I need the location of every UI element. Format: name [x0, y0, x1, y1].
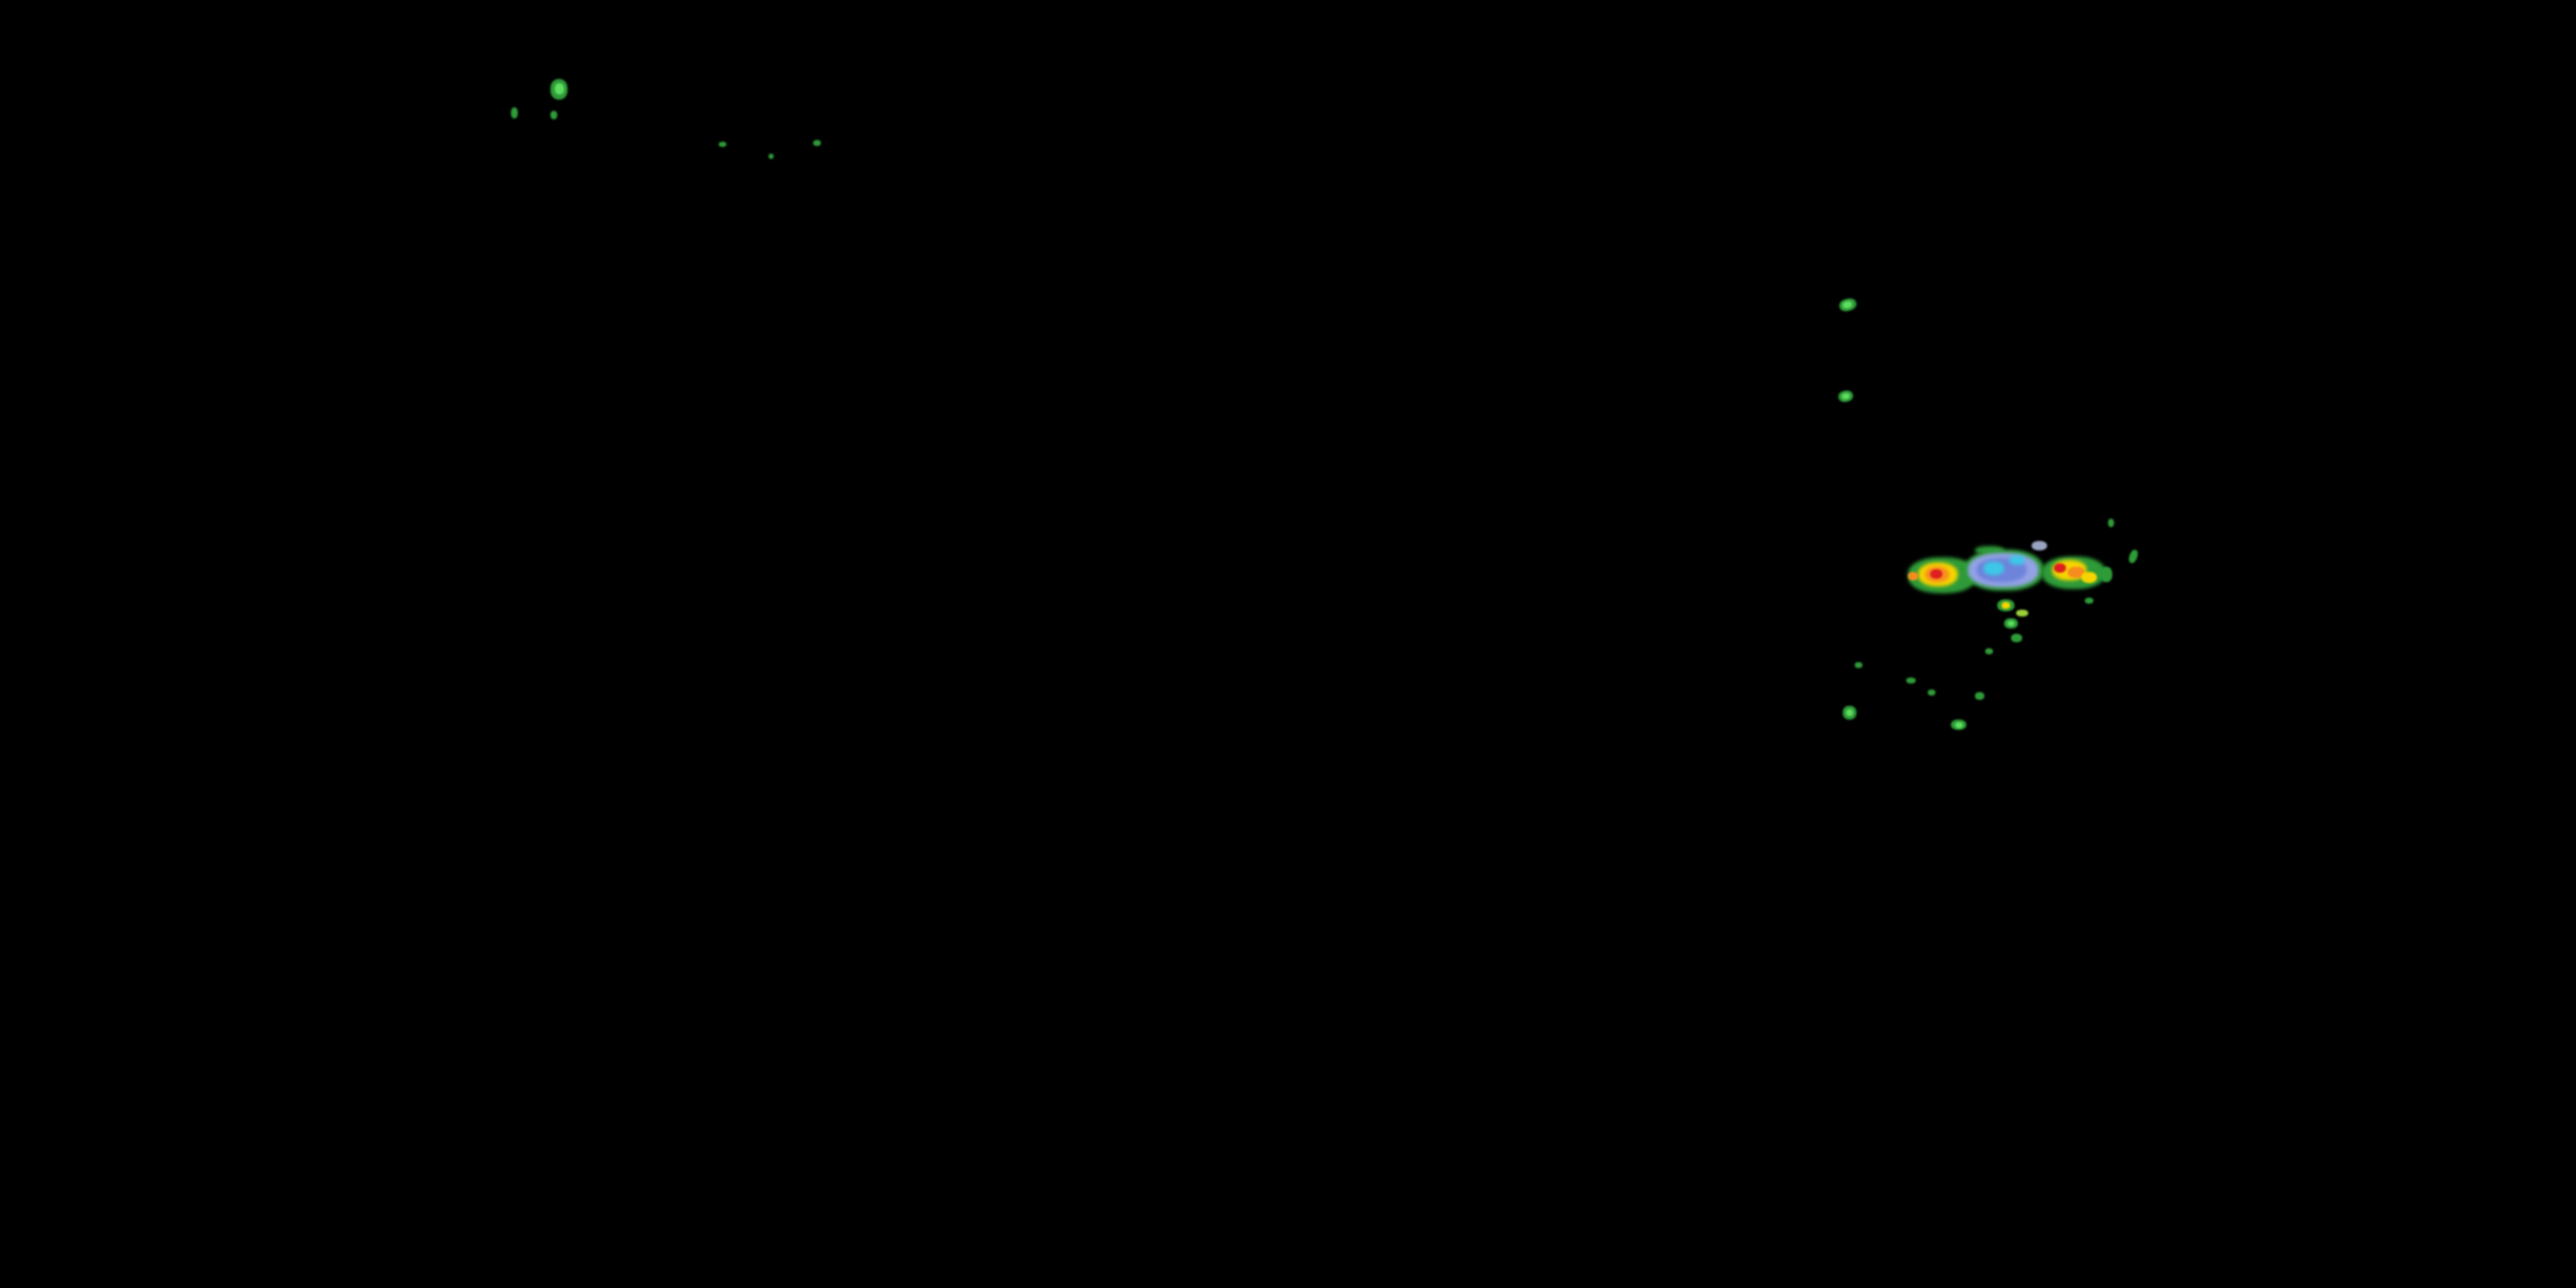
radar-echo — [2009, 556, 2025, 565]
radar-echo — [2052, 560, 2087, 580]
radar-echo — [555, 83, 564, 94]
radar-echo — [1843, 706, 1856, 720]
radar-echo — [2016, 610, 2028, 617]
radar-echo — [1985, 648, 1993, 654]
radar-echo — [1908, 572, 1918, 580]
radar-echo — [1918, 562, 1958, 586]
radar-echo — [1841, 392, 1850, 400]
radar-echo — [511, 107, 518, 118]
radar-echo — [769, 154, 774, 159]
radar-echo — [2085, 598, 2093, 604]
radar-echo — [2004, 618, 2018, 629]
radar-echo — [2100, 567, 2112, 582]
radar-echo — [1951, 720, 1966, 730]
radar-echo — [1908, 557, 1977, 593]
radar-echo — [550, 79, 568, 100]
radar-echo — [2127, 548, 2140, 565]
radar-echo — [2042, 556, 2105, 589]
radar-echo — [1846, 709, 1853, 716]
radar-echo — [1838, 296, 1858, 313]
radar-echo — [1928, 690, 1935, 696]
radar-echo — [2081, 572, 2097, 583]
radar-echo — [1855, 662, 1862, 668]
radar-echo — [813, 140, 821, 146]
radar-echo — [2068, 567, 2085, 578]
radar-echo — [719, 142, 726, 147]
radar-echo — [1842, 300, 1853, 310]
radar-echo — [1968, 553, 2038, 587]
radar-echo — [1965, 550, 2044, 591]
radar-echo — [1975, 546, 2004, 555]
radar-echo — [2002, 602, 2010, 609]
radar-echo — [2008, 621, 2014, 626]
radar-echo — [2011, 634, 2022, 642]
radar-echo — [2108, 519, 2114, 527]
radar-echo — [1977, 558, 2026, 582]
radar-echo — [1997, 599, 2014, 611]
radar-echo — [1925, 567, 1949, 582]
radar-echo — [1906, 677, 1916, 683]
radar-echo — [550, 111, 557, 119]
radar-echo — [1838, 389, 1854, 404]
radar-echo — [1984, 562, 2004, 575]
radar-echo — [2032, 541, 2047, 550]
radar-echo — [1930, 569, 1942, 579]
radar-echo — [2054, 563, 2066, 573]
radar-echo — [1975, 692, 1984, 700]
radar-echo — [1955, 722, 1963, 728]
